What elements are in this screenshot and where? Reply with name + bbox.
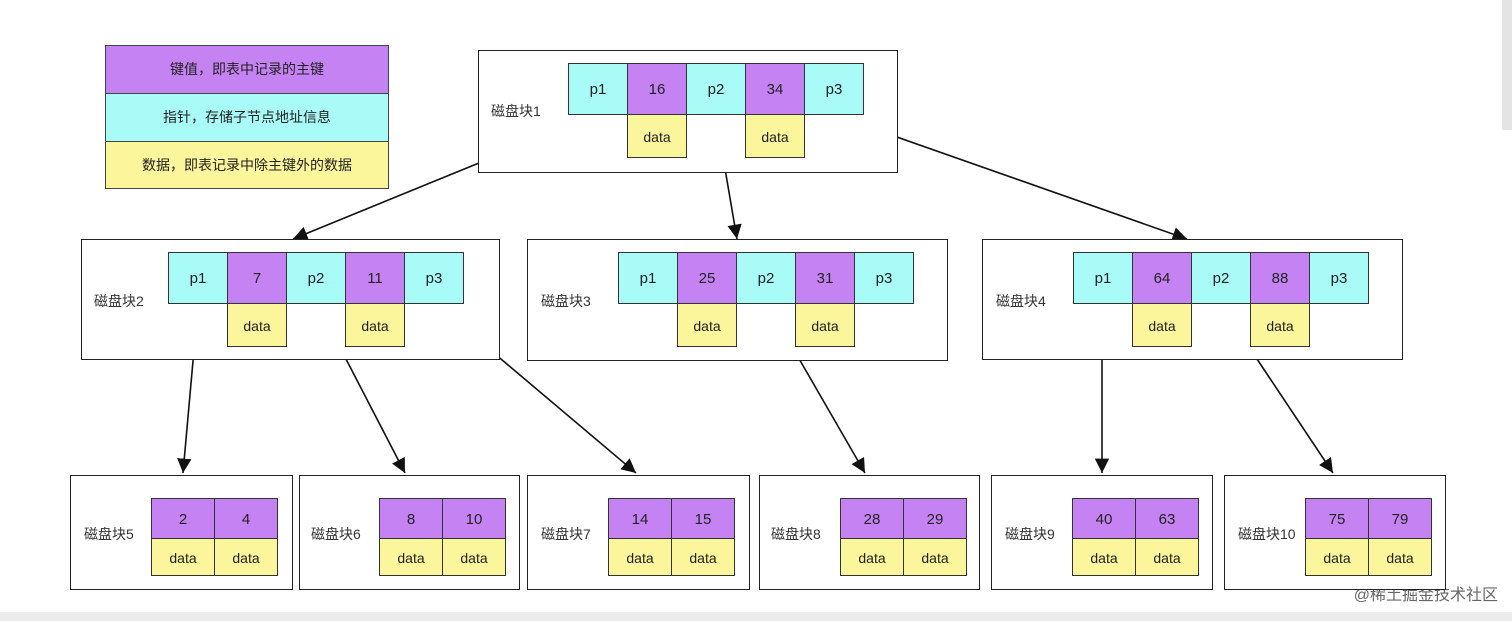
key-cell: 29 — [903, 498, 967, 539]
pointer-cell: p3 — [1309, 252, 1369, 304]
data-cell: data — [1250, 303, 1310, 347]
disk-block-label: 磁盘块10 — [1238, 526, 1296, 542]
pointer-cell: p1 — [618, 252, 678, 304]
data-cell: data — [442, 538, 506, 576]
pointer-cell: p1 — [168, 252, 228, 304]
key-cell: 31 — [795, 252, 855, 304]
disk-block-label: 磁盘块5 — [84, 526, 134, 542]
legend-key-item: 键值，即表中记录的主键 — [106, 46, 388, 94]
watermark: @稀土掘金技术社区 — [1353, 587, 1498, 604]
pointer-cell: p3 — [804, 63, 864, 115]
data-cell: data — [151, 538, 215, 576]
disk-block-label: 磁盘块2 — [94, 293, 144, 309]
scrollbar-edge — [1502, 0, 1512, 130]
key-cell: 15 — [671, 498, 735, 539]
key-cell: 34 — [745, 63, 805, 115]
pointer-cell: p2 — [686, 63, 746, 115]
data-cell: data — [1132, 303, 1192, 347]
data-cell: data — [903, 538, 967, 576]
data-cell: data — [795, 303, 855, 347]
data-cell: data — [1135, 538, 1199, 576]
key-cell: 64 — [1132, 252, 1192, 304]
pointer-cell: p2 — [286, 252, 346, 304]
data-cell: data — [840, 538, 904, 576]
data-cell: data — [214, 538, 278, 576]
data-cell: data — [671, 538, 735, 576]
legend: 键值，即表中记录的主键 指针，存储子节点地址信息 数据，即表记录中除主键外的数据 — [105, 45, 389, 189]
data-cell: data — [1072, 538, 1136, 576]
data-cell: data — [227, 303, 287, 347]
bottom-edge — [0, 612, 1512, 621]
legend-pointer-item: 指针，存储子节点地址信息 — [106, 94, 388, 142]
key-cell: 7 — [227, 252, 287, 304]
key-cell: 14 — [608, 498, 672, 539]
key-cell: 16 — [627, 63, 687, 115]
disk-block-label: 磁盘块3 — [541, 293, 591, 309]
disk-block-label: 磁盘块7 — [541, 526, 591, 542]
data-cell: data — [1368, 538, 1432, 576]
data-cell: data — [745, 114, 805, 158]
key-cell: 79 — [1368, 498, 1432, 539]
key-cell: 10 — [442, 498, 506, 539]
pointer-cell: p1 — [568, 63, 628, 115]
disk-block-label: 磁盘块4 — [996, 293, 1046, 309]
key-cell: 28 — [840, 498, 904, 539]
key-cell: 11 — [345, 252, 405, 304]
disk-block-label: 磁盘块6 — [311, 526, 361, 542]
disk-block-label: 磁盘块8 — [771, 526, 821, 542]
data-cell: data — [677, 303, 737, 347]
key-cell: 2 — [151, 498, 215, 539]
key-cell: 63 — [1135, 498, 1199, 539]
pointer-cell: p3 — [854, 252, 914, 304]
data-cell: data — [608, 538, 672, 576]
data-cell: data — [627, 114, 687, 158]
key-cell: 40 — [1072, 498, 1136, 539]
key-cell: 75 — [1305, 498, 1369, 539]
data-cell: data — [379, 538, 443, 576]
data-cell: data — [1305, 538, 1369, 576]
pointer-cell: p2 — [1191, 252, 1251, 304]
data-cell: data — [345, 303, 405, 347]
pointer-cell: p2 — [736, 252, 796, 304]
key-cell: 8 — [379, 498, 443, 539]
key-cell: 88 — [1250, 252, 1310, 304]
key-cell: 25 — [677, 252, 737, 304]
key-cell: 4 — [214, 498, 278, 539]
disk-block-label: 磁盘块9 — [1005, 526, 1055, 542]
disk-block-label: 磁盘块1 — [491, 103, 541, 119]
pointer-cell: p3 — [404, 252, 464, 304]
pointer-cell: p1 — [1073, 252, 1133, 304]
legend-data-item: 数据，即表记录中除主键外的数据 — [106, 142, 388, 188]
